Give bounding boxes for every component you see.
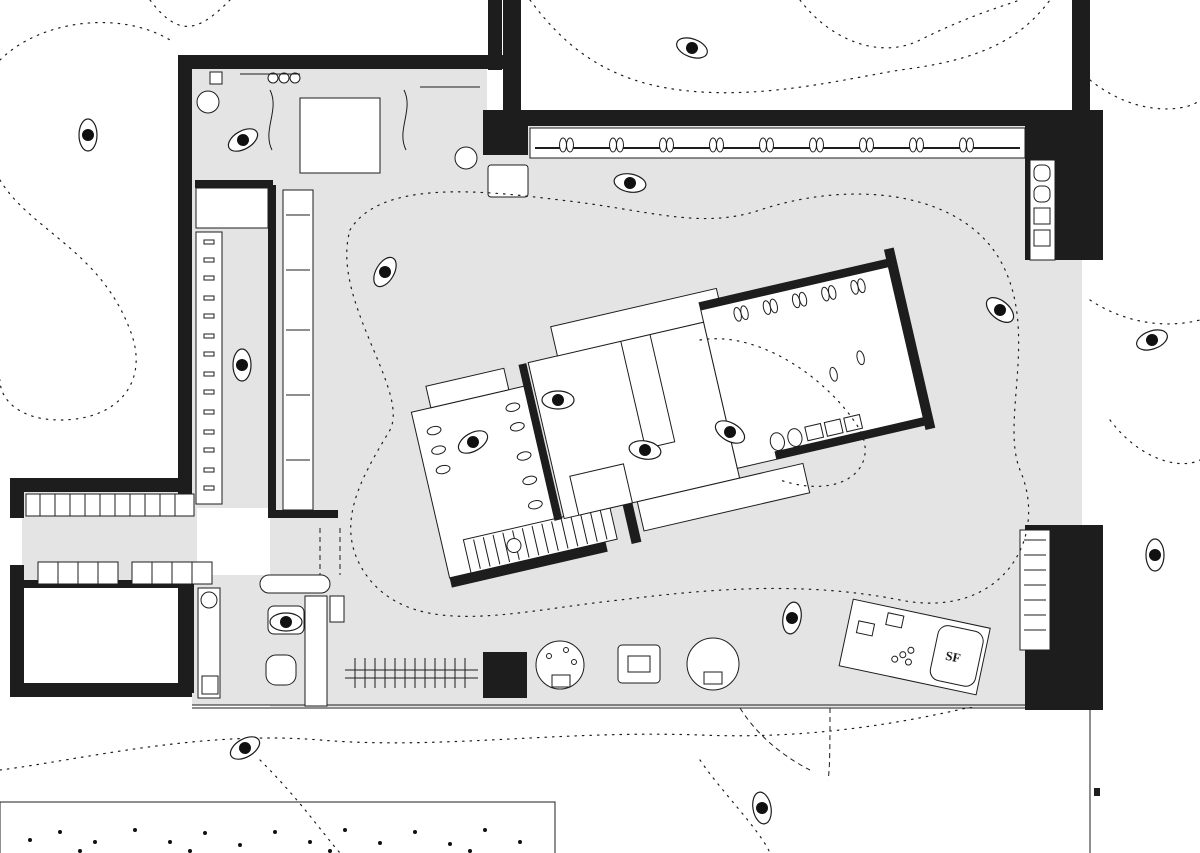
round-stool	[196, 90, 220, 114]
central-pavilion	[410, 247, 936, 588]
display-shoes	[733, 278, 866, 382]
round-table	[686, 637, 740, 691]
walls	[10, 0, 1103, 853]
north-shoe-wall	[529, 127, 1056, 261]
round-table	[535, 640, 585, 690]
west-cabinets	[195, 187, 314, 511]
person-icon	[782, 601, 802, 635]
storage-table	[299, 97, 381, 174]
person-icon	[229, 736, 261, 760]
interior-circulation-path	[346, 191, 1030, 617]
drawer-column	[195, 231, 223, 505]
shoe-wall-rack	[282, 189, 314, 511]
chair-icon	[487, 164, 529, 198]
south-tables	[535, 637, 740, 691]
person-icon	[373, 256, 397, 288]
person-icon	[1136, 329, 1168, 351]
people	[78, 37, 1168, 825]
waste-bin	[454, 146, 478, 170]
rack-bars	[286, 214, 310, 461]
drawer-handles	[203, 239, 215, 491]
person-icon	[676, 37, 708, 59]
back-room	[196, 71, 529, 198]
person-icon	[1145, 538, 1165, 572]
person-icon	[613, 173, 647, 193]
person-icon	[752, 791, 772, 825]
person-icon	[985, 297, 1015, 323]
person-icon	[541, 390, 575, 410]
lower-display	[769, 413, 864, 452]
left-room-shoes	[426, 402, 543, 554]
person-icon	[628, 440, 662, 460]
west-corridor	[25, 493, 213, 585]
chair-icon	[265, 654, 297, 686]
person-icon	[269, 612, 303, 632]
person-icon	[457, 430, 489, 454]
cash-desk-area	[197, 528, 345, 707]
person-icon	[232, 348, 252, 382]
counter-top	[259, 574, 331, 594]
stair-icon	[462, 505, 618, 574]
person-icon	[78, 118, 98, 152]
person-icon	[714, 420, 746, 444]
east-entrance	[739, 529, 1051, 781]
shoe-pairs	[559, 137, 974, 153]
south-bench	[345, 658, 478, 688]
street-planter	[0, 801, 556, 853]
person-icon	[227, 128, 259, 152]
sf-display-table: SF	[838, 598, 991, 696]
logo-table-mark: SF	[944, 648, 962, 666]
